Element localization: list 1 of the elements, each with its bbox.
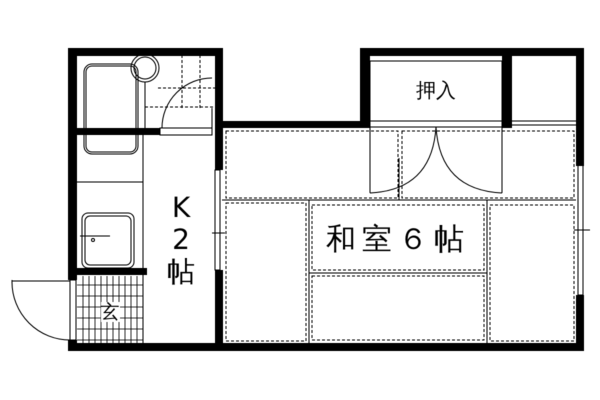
room-label: 押入 [416, 79, 456, 101]
